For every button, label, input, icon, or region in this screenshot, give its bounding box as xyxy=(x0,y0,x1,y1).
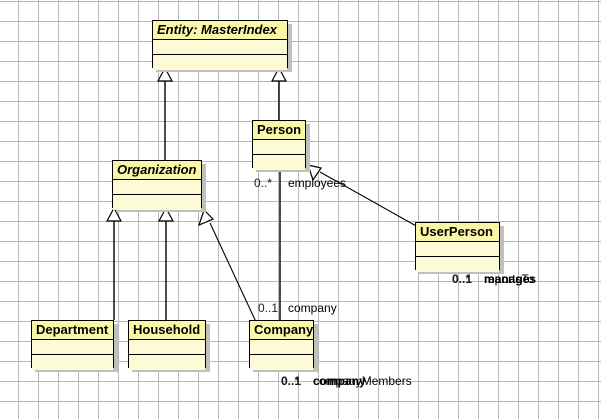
edge-person-to-masterindex xyxy=(270,66,288,120)
class-box-department[interactable]: Department xyxy=(31,320,114,370)
edge-label-reportsto-role: reportsTo xyxy=(484,272,535,286)
class-box-person[interactable]: Person xyxy=(252,120,306,170)
class-name-company: Company xyxy=(250,321,313,340)
class-operations-person xyxy=(253,155,305,170)
edge-label-reportsto-multiplicity: 0..1 xyxy=(452,272,473,286)
class-name-userperson: UserPerson xyxy=(416,223,499,242)
edge-label-company-role: company xyxy=(288,301,337,315)
class-attributes-household xyxy=(129,340,205,355)
class-box-userperson[interactable]: UserPerson xyxy=(415,222,500,272)
edge-organization-to-masterindex xyxy=(156,66,174,160)
class-box-household[interactable]: Household xyxy=(128,320,206,370)
class-attributes-person xyxy=(253,140,305,155)
class-name-organization: Organization xyxy=(113,161,201,180)
class-name-household: Household xyxy=(129,321,205,340)
class-name-masterindex: Entity: MasterIndex xyxy=(153,21,287,40)
class-box-company[interactable]: Company xyxy=(249,320,314,370)
class-name-person: Person xyxy=(253,121,305,140)
edge-label-companymembers-role: companyMembers xyxy=(313,374,412,388)
class-operations-household xyxy=(129,355,205,370)
class-attributes-masterindex xyxy=(153,40,287,55)
edge-label-companymembers-multiplicity-1: 0..1 xyxy=(281,374,302,388)
edge-department-to-organization xyxy=(105,206,123,320)
class-operations-userperson xyxy=(416,257,499,272)
class-attributes-department xyxy=(32,340,113,355)
class-attributes-userperson xyxy=(416,242,499,257)
edge-label-company-role-overlap: company xyxy=(313,374,366,388)
class-name-department: Department xyxy=(32,321,113,340)
class-attributes-company xyxy=(250,340,313,355)
edge-label-manages-role: manages xyxy=(484,272,537,286)
edge-userperson-to-person xyxy=(307,164,419,228)
edge-company-to-organization xyxy=(198,208,257,323)
edge-household-to-organization xyxy=(157,206,175,320)
class-box-organization[interactable]: Organization xyxy=(112,160,202,210)
class-operations-department xyxy=(32,355,113,370)
edge-label-companymembers-multiplicity-2: 0..* xyxy=(281,374,300,388)
edge-label-manages-multiplicity: 0..* xyxy=(452,272,471,286)
class-attributes-organization xyxy=(113,180,201,195)
class-operations-organization xyxy=(113,195,201,210)
class-box-masterindex[interactable]: Entity: MasterIndex xyxy=(152,20,288,70)
class-operations-masterindex xyxy=(153,55,287,70)
edge-label-employees-role: employees xyxy=(288,176,347,190)
edge-label-employees-multiplicity: 0..* xyxy=(254,176,273,190)
class-operations-company xyxy=(250,355,313,370)
edge-label-company-multiplicity: 0..1 xyxy=(258,301,279,315)
